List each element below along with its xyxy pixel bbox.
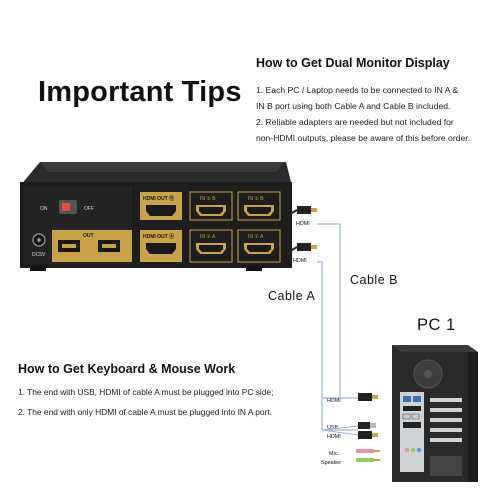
cable-a-label: Cable A	[268, 289, 316, 303]
dual-monitor-title: How to Get Dual Monitor Display	[256, 56, 450, 70]
hdmi-plug-mid: HDMI	[289, 243, 317, 264]
keyboard-mouse-title: How to Get Keyboard & Mouse Work	[18, 362, 236, 376]
hdmi-out-b-label: HDMI OUT Ⓑ	[143, 195, 174, 202]
keyboard-mouse-instructions: 1. The end with USB, HDMI of cable A mus…	[18, 382, 348, 422]
speaker-plug	[356, 458, 374, 462]
cable-b-line	[317, 223, 358, 399]
hdmi-out-a-port[interactable]	[146, 243, 176, 254]
rear-io-panel	[400, 392, 424, 472]
cable-lines	[317, 223, 358, 431]
dual-monitor-instructions: 1. Each PC / Laptop needs to be connecte…	[256, 82, 496, 146]
mic-label: Mic.	[329, 451, 339, 457]
keyboard-mouse-line-2: 2. The end with only HDMI of cable A mus…	[18, 407, 273, 417]
pc-hdmi-plug-a	[358, 431, 372, 439]
cable-a-line	[317, 261, 358, 431]
switch-on-label: ON	[40, 206, 48, 212]
keyboard-mouse-line-1: 1. The end with USB, HDMI of cable A mus…	[18, 387, 274, 397]
kvm-switch-device: ON OFF DC5V OUT HDMI OUT Ⓑ IN ② B IN ① B…	[20, 162, 292, 271]
pc-hdmi-label: HDMI	[327, 398, 341, 404]
in2-a-label: IN ② A	[200, 234, 216, 240]
usb-out-label: OUT	[83, 233, 94, 239]
dual-monitor-line-1: 1. Each PC / Laptop needs to be connecte…	[256, 85, 459, 95]
power-switch-rocker	[62, 203, 70, 211]
dual-monitor-line-3: 2. Reliable adapters are needed but not …	[256, 117, 454, 127]
in2-b-label: IN ② B	[200, 196, 216, 202]
pc-usb-label: USB	[327, 425, 338, 431]
switch-off-label: OFF	[84, 206, 94, 212]
dual-monitor-line-4: non-HDMI outputs, please be aware of thi…	[256, 133, 471, 143]
cable-b-label: Cable B	[350, 273, 398, 287]
hdmi-top-label: HDMI	[296, 221, 310, 227]
hdmi-out-b-port[interactable]	[146, 205, 176, 216]
pc-hdmi-plug-b	[358, 393, 372, 401]
pc-usb-plug	[358, 422, 370, 429]
dual-monitor-line-2: IN B port using both Cable A and Cable B…	[256, 101, 451, 111]
mic-plug	[356, 449, 374, 453]
pc-1-label: PC 1	[417, 316, 456, 334]
pc-tower	[392, 345, 478, 482]
in1-b-label: IN ① B	[248, 196, 264, 202]
in1-a-label: IN ① A	[248, 234, 264, 240]
hdmi-mid-label: HDMI	[293, 258, 307, 264]
important-tips-heading: Important Tips	[38, 76, 242, 108]
hdmi-plug-top: HDMI	[289, 206, 317, 227]
hdmi-out-a-label: HDMI OUT Ⓐ	[143, 233, 174, 240]
pc-side-plugs: HDMI USB HDMI Mic. Speaker	[321, 393, 380, 466]
speaker-label: Speaker	[321, 460, 341, 466]
pc-hdmi-label-2: HDMI	[327, 434, 341, 440]
dc5v-label: DC5V	[32, 252, 46, 258]
